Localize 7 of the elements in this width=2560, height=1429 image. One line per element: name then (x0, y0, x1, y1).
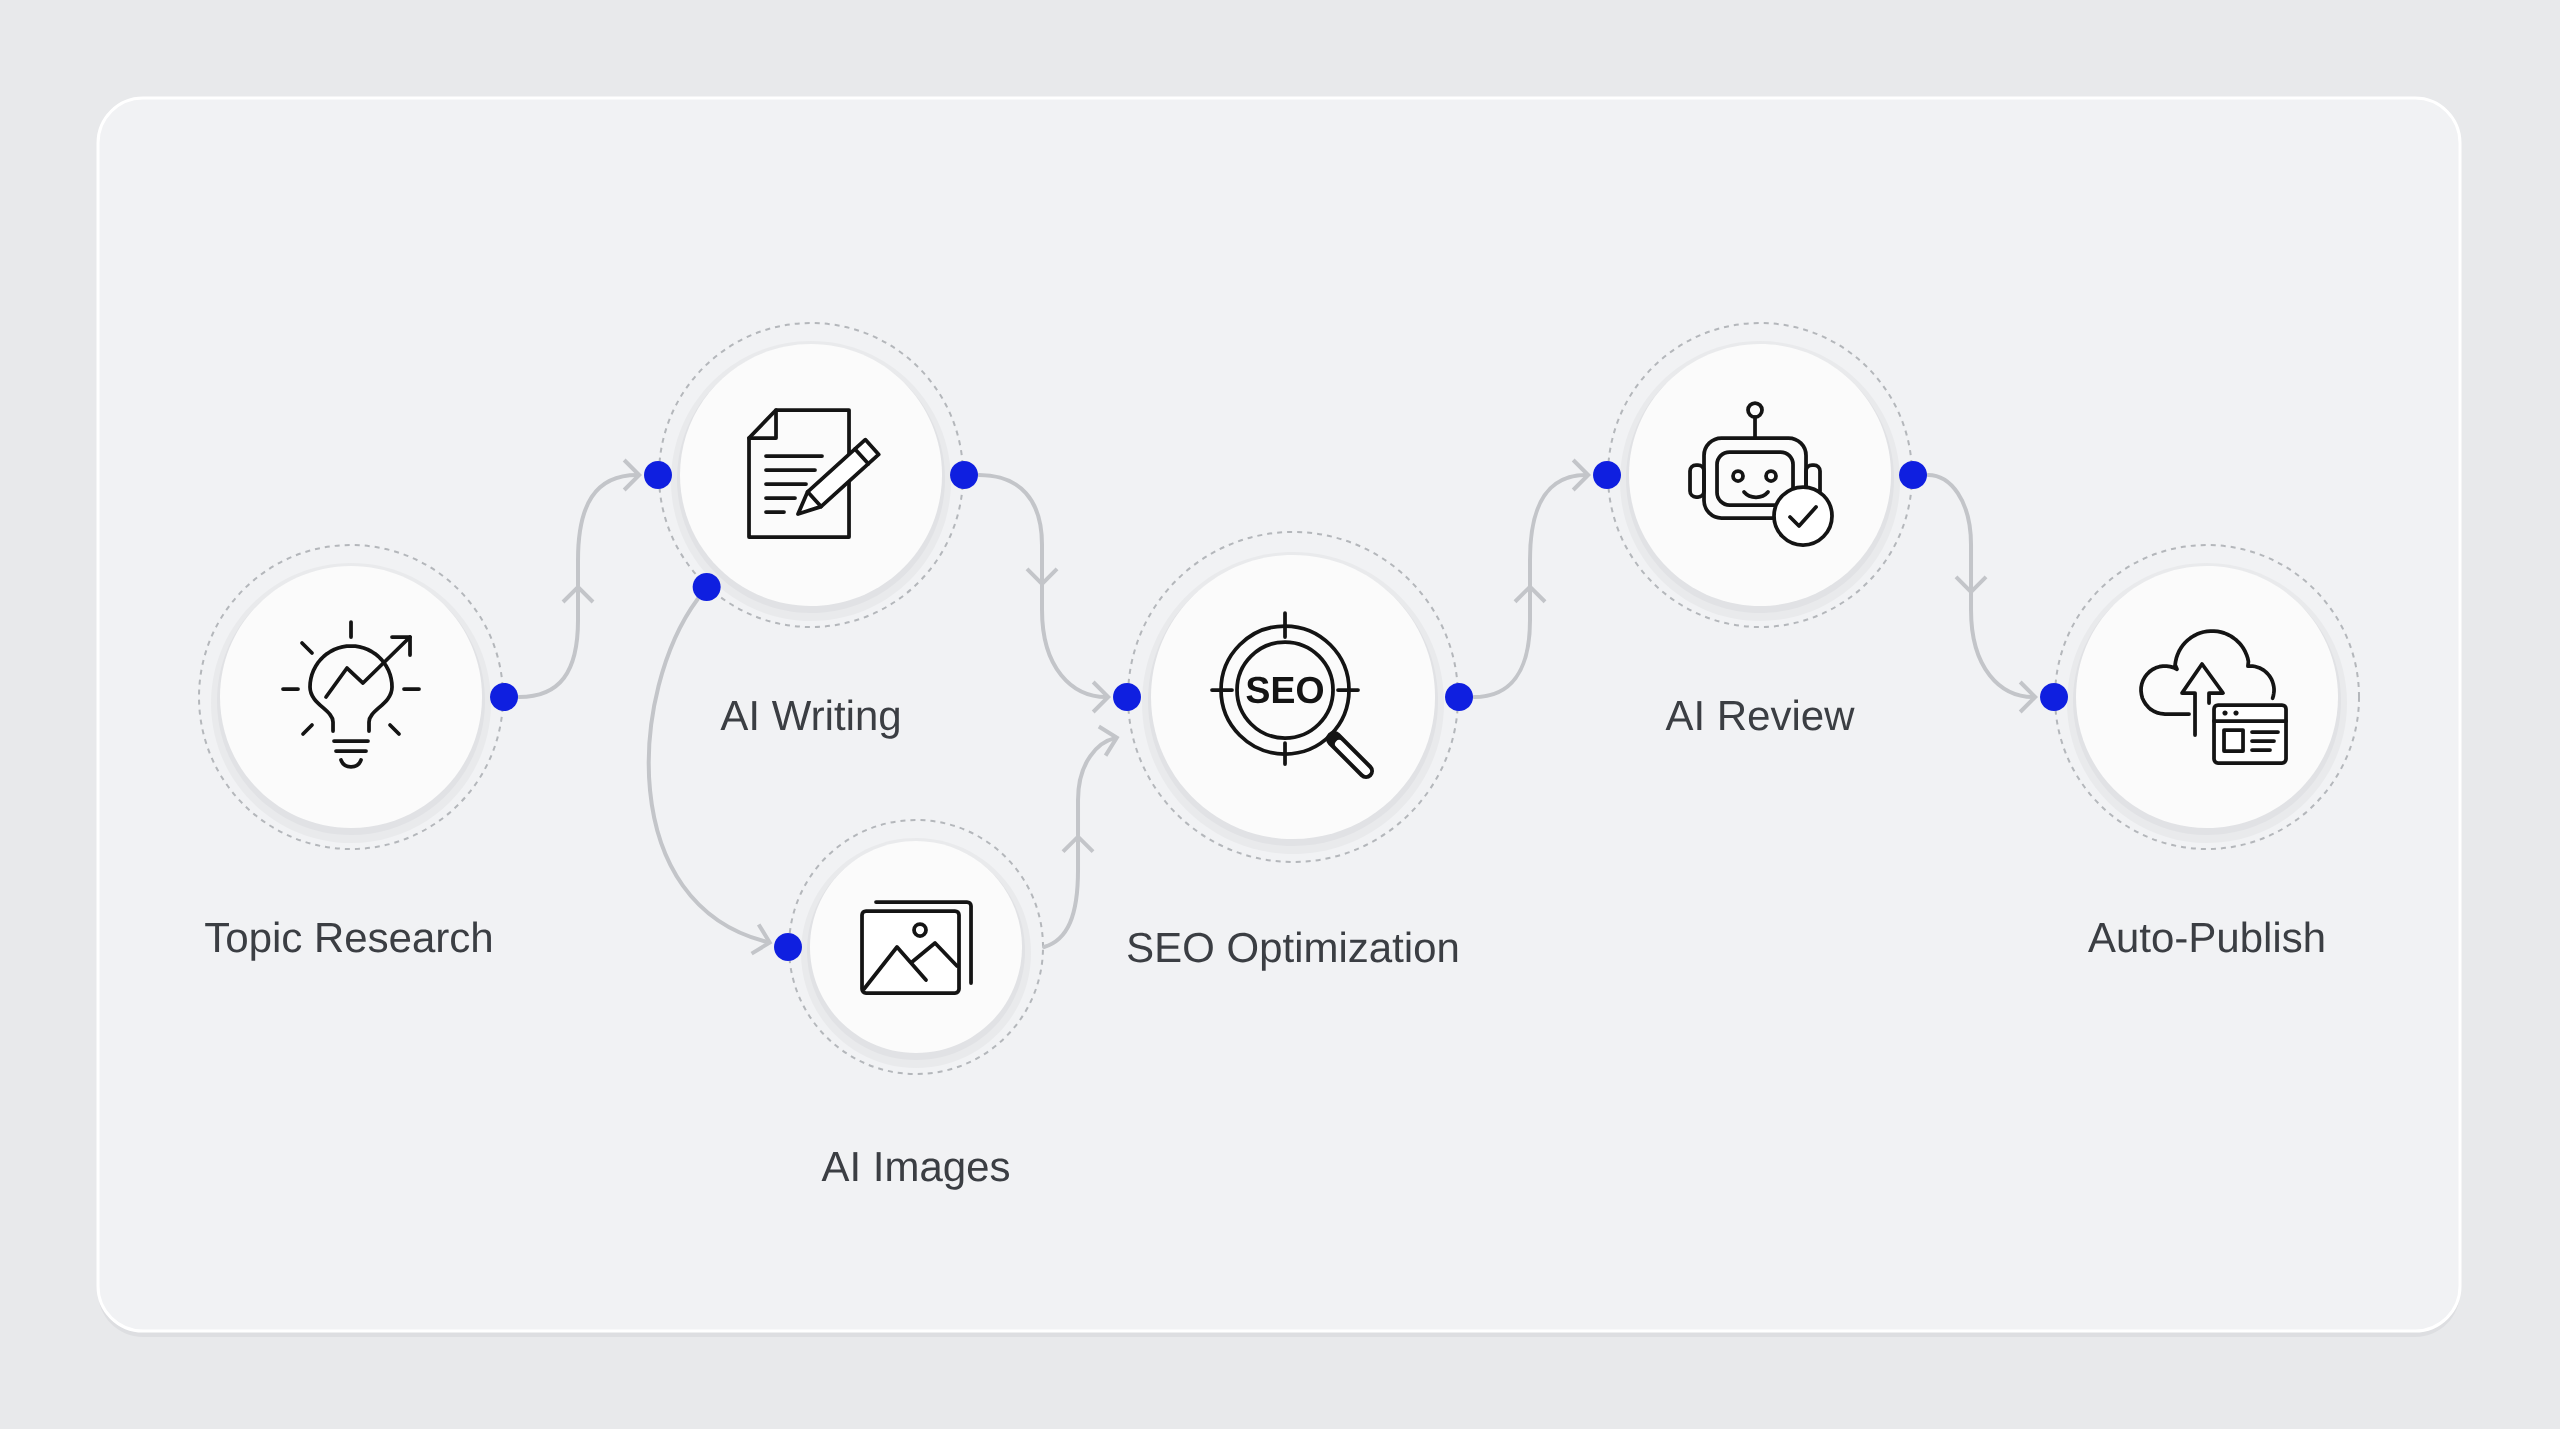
step-label: Auto-Publish (2088, 921, 2324, 953)
step-label: AI Review (1665, 699, 1855, 731)
icon-text: SEO (1246, 676, 1323, 704)
step-label: AI Images (821, 1152, 1009, 1190)
step-label: AI Writing (720, 699, 899, 739)
step-label: Topic Research (205, 921, 491, 961)
step-label: SEO Optimization (1128, 931, 1458, 971)
